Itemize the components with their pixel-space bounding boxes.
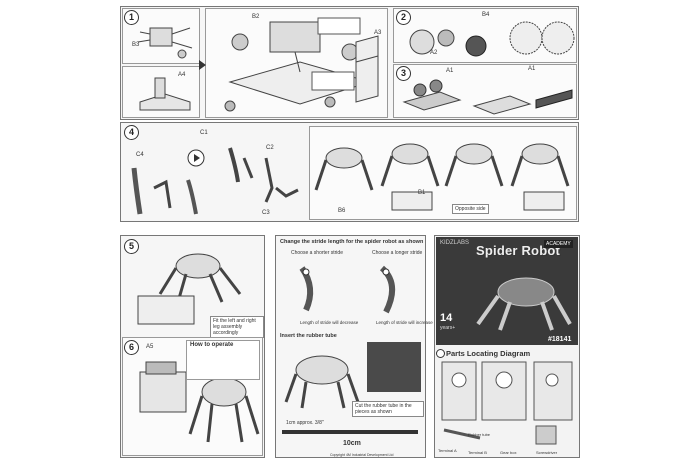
label-c1: C1 [200,130,208,136]
step-2-number: 2 [396,10,411,25]
label-b6: B6 [338,208,346,214]
opposite-side-label: Opposite side [452,204,489,214]
step-2-gears-illustration [409,21,575,57]
step-1-frame-illustration [355,35,379,103]
choose-shorter-label: Choose a shorter stride [291,250,343,256]
label-c2: C2 [266,145,274,151]
arrow-icon [199,60,206,70]
parts-diagram-bullet-icon [436,349,445,358]
copyright-text: Copyright 4M Industrial Development Ltd [330,453,394,457]
rubber-tube-photo [367,342,421,392]
step-5-left-right-note: Fit the left and right leg assembly acco… [210,316,264,338]
label-a4: A4 [178,72,186,78]
tube-length-bar [282,430,418,434]
step-4-spider-sequence [314,143,570,211]
part-terminal-b: Terminal B [468,450,487,455]
parts-sprues-illustration [441,361,573,445]
label-b2: B2 [252,14,260,20]
cover-series-text: KIDZLABS [440,240,470,246]
step-1-assembly-illustration [224,17,372,112]
rubber-heading: Insert the rubber tube [280,333,337,339]
cover-code: #18141 [548,336,572,343]
how-to-operate-box [186,340,260,380]
part-gear-box: Gear box [500,450,517,455]
label-a2: A2 [430,50,438,56]
part-terminal-a: Terminal A [438,448,457,453]
step-5-spider-illustration [137,253,242,325]
step-6-spider-illustration [139,361,260,443]
label-a1-step3: A1 [446,68,454,74]
label-b4: B4 [482,12,490,18]
step-4-number: 4 [124,125,139,140]
scale-10cm-label: 10cm [343,440,361,447]
part-rubber-tube: Rubber tube [468,432,491,437]
label-c4: C4 [136,152,144,158]
label-a3: A3 [374,30,382,36]
label-b3: B3 [132,42,140,48]
label-c3: C3 [262,210,270,216]
rubber-tube-note: Cut the rubber tube in the pieces as sho… [352,401,424,417]
choose-longer-label: Choose a longer stride [372,250,423,256]
cover-age-unit: years+ [440,325,456,331]
label-b1: B1 [418,190,426,196]
cover-age: 14 [440,312,453,324]
tube-approx-label: 1cm approx. 3/8" [286,420,324,426]
cover-title: Spider Robot [476,243,561,258]
length-increases-label: Length of stride will increase [376,320,433,325]
step-4-legs-illustration [131,147,299,215]
stride-legs-illustration [299,265,395,314]
step-1-bracket-illustration [139,77,191,111]
rubber-tube-spider-illustration [284,355,360,409]
stride-heading: Change the stride length for the spider … [280,239,424,245]
step-1-motor-illustration [137,27,193,59]
parts-diagram-heading: Parts Locating Diagram [446,349,531,358]
length-decreases-label: Length of stride will decrease [300,320,359,325]
label-a5: A5 [146,344,154,350]
label-a1-step3-right: A1 [528,66,536,72]
cover-spider-art [476,277,572,331]
step-6-number: 6 [124,340,139,355]
cover-badge: ACADEMY [544,240,573,248]
step-1-number: 1 [124,10,139,25]
step-3-gearbox-illustration [402,79,573,115]
part-screwdriver: Screwdriver [536,450,558,455]
step-5-number: 5 [124,239,139,254]
step-3-number: 3 [396,66,411,81]
how-to-operate-heading: How to operate [190,342,234,348]
